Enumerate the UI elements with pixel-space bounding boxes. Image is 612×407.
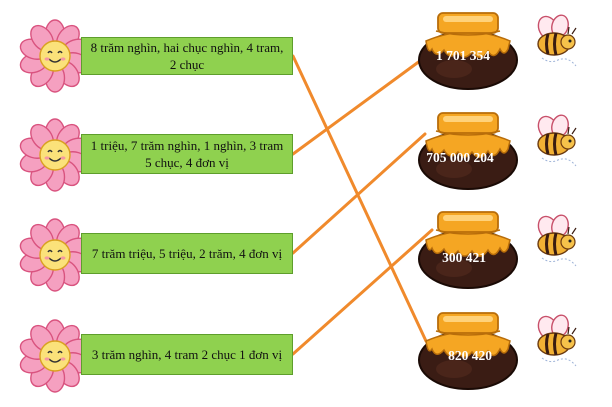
honey-pot-icon[interactable] [414, 305, 522, 391]
connection-line [291, 54, 428, 343]
number-description-box-2[interactable]: 1 triệu, 7 trăm nghìn, 1 nghìn, 3 tram 5… [81, 134, 293, 174]
number-description-text: 8 trăm nghìn, hai chục nghìn, 4 tram, 2 … [90, 40, 284, 72]
honey-pot-icon[interactable] [414, 204, 522, 290]
connection-line [291, 132, 427, 255]
bee-icon [537, 14, 577, 67]
number-description-text: 7 trăm triệu, 5 triệu, 2 trăm, 4 đơn vị [91, 246, 283, 261]
number-description-text: 3 trăm nghìn, 4 tram 2 chục 1 đơn vị [91, 347, 283, 362]
honey-pot-icon[interactable] [414, 5, 522, 91]
honey-pot-number-1: 1 701 354 [436, 48, 490, 63]
number-description-text: 1 triệu, 7 trăm nghìn, 1 nghìn, 3 tram 5… [90, 138, 284, 170]
honey-pot-number-3: 300 421 [442, 250, 486, 265]
honey-pot-number-2: 705 000 204 [426, 150, 494, 165]
flower-icon [19, 118, 91, 192]
honey-pot-number-4: 820 420 [448, 348, 492, 363]
number-description-box-3[interactable]: 7 trăm triệu, 5 triệu, 2 trăm, 4 đơn vị [81, 233, 293, 274]
number-description-box-1[interactable]: 8 trăm nghìn, hai chục nghìn, 4 tram, 2 … [81, 37, 293, 75]
connection-line [291, 228, 434, 356]
honey-pot-icon[interactable] [414, 105, 522, 191]
bee-icon [537, 114, 577, 167]
number-description-box-4[interactable]: 3 trăm nghìn, 4 tram 2 chục 1 đơn vị [81, 334, 293, 375]
flower-icon [19, 218, 91, 292]
bee-icon [537, 314, 577, 367]
connection-line [291, 53, 430, 156]
bee-icon [537, 214, 577, 267]
